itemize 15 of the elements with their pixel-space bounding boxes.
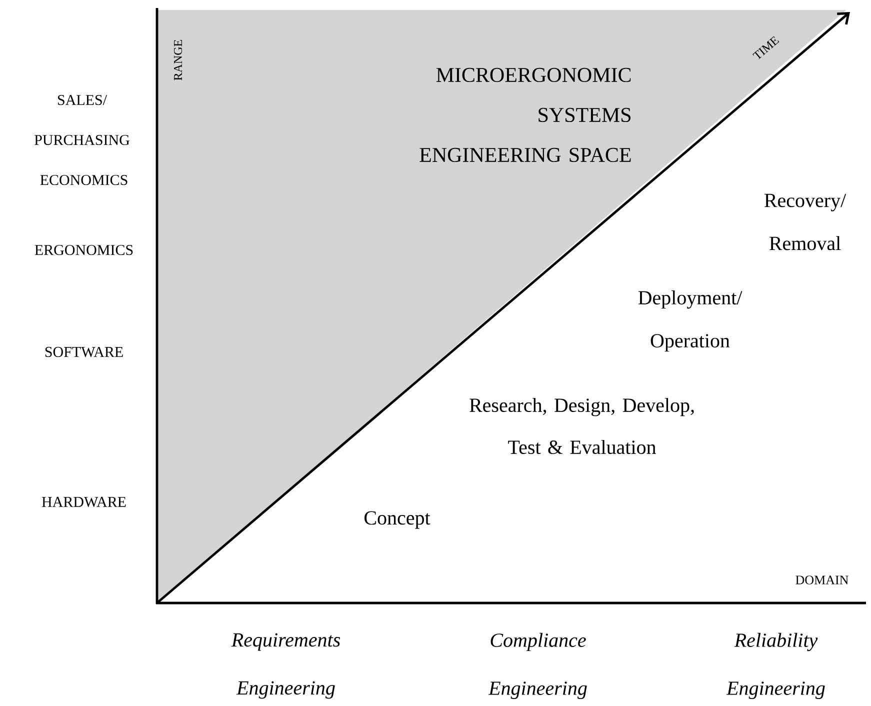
axis-category-label: ERGONOMICS bbox=[34, 244, 133, 256]
axis-title: DOMAIN bbox=[796, 576, 848, 584]
phase-label: Research, Design, Develop, Test & Evaluation bbox=[470, 398, 694, 454]
axis-title: RANGE bbox=[174, 40, 182, 80]
axis-category-label: SOFTWARE bbox=[45, 346, 123, 358]
phase-label: Deployment/ Operation bbox=[638, 290, 742, 352]
region-label: MICROERGONOMIC SYSTEMS ENGINEERING SPACE bbox=[420, 68, 631, 162]
phase-label: Concept bbox=[364, 511, 430, 529]
axis-category-label: Requirements Engineering bbox=[231, 633, 340, 699]
axis-category-label: HARDWARE bbox=[42, 496, 126, 508]
phase-label: Recovery/ Removal bbox=[764, 194, 846, 250]
axis-category-label: ECONOMICS bbox=[40, 174, 128, 186]
axis-category-label: SALES/ PURCHASING bbox=[34, 94, 130, 146]
axis-category-label: Reliability Engineering bbox=[726, 632, 825, 700]
axis-category-label: Compliance Engineering bbox=[488, 632, 587, 700]
